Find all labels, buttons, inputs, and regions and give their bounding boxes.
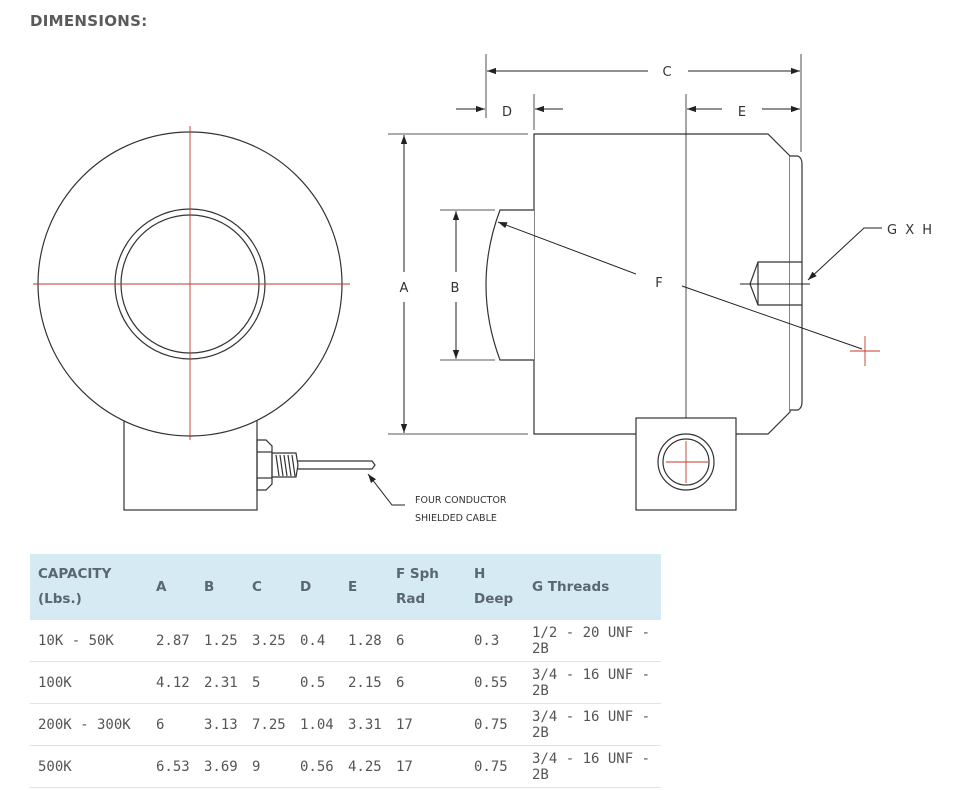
side-view-body	[533, 133, 791, 435]
side-view-end-cap	[790, 155, 803, 411]
header-capacity: CAPACITY(Lbs.)	[38, 566, 112, 607]
cell-c: 5	[244, 661, 292, 704]
cell-h: 0.3	[466, 620, 524, 662]
table-row: 200K - 300K 6 3.13 7.25 1.04 3.31 17 0.7…	[30, 703, 661, 746]
header-g-threads: G Threads	[532, 578, 610, 595]
cell-d: 0.56	[292, 745, 340, 788]
cell-e: 2.15	[340, 661, 388, 704]
cable-note-line2: SHIELDED CABLE	[415, 513, 497, 524]
table-row: 10K - 50K 2.87 1.25 3.25 0.4 1.28 6 0.3 …	[30, 620, 661, 662]
cell-h: 0.55	[466, 661, 524, 704]
front-view-centerlines	[33, 126, 350, 440]
cell-g-threads: 3/4 - 16 UNF - 2B	[524, 703, 661, 746]
header-a: A	[156, 578, 167, 595]
cell-b: 1.25	[196, 620, 244, 662]
cell-f: 6	[388, 661, 466, 704]
cell-h: 0.75	[466, 703, 524, 746]
cell-a: 6	[148, 703, 196, 746]
cell-d: 0.5	[292, 661, 340, 704]
cell-capacity: 500K	[30, 745, 148, 788]
cell-e: 1.28	[340, 620, 388, 662]
cell-capacity: 100K	[30, 661, 148, 704]
cell-a: 6.53	[148, 745, 196, 788]
side-view-centerlines	[666, 336, 880, 483]
cell-b: 3.69	[196, 745, 244, 788]
cell-g-threads: 3/4 - 16 UNF - 2B	[524, 745, 661, 788]
cell-capacity: 10K - 50K	[30, 620, 148, 662]
table-row: 100K 4.12 2.31 5 0.5 2.15 6 0.55 3/4 - 1…	[30, 661, 661, 704]
side-view	[485, 133, 803, 511]
dimensions-heading: DIMENSIONS:	[30, 12, 148, 30]
cell-g-threads: 3/4 - 16 UNF - 2B	[524, 661, 661, 704]
cell-g-threads: 1/2 - 20 UNF - 2B	[524, 620, 661, 662]
table-row: 500K 6.53 3.69 9 0.56 4.25 17 0.75 3/4 -…	[30, 745, 661, 788]
cell-d: 1.04	[292, 703, 340, 746]
header-e: E	[348, 578, 358, 595]
dim-label-f: F	[655, 276, 662, 291]
extension-lines	[388, 54, 802, 435]
cell-f: 17	[388, 703, 466, 746]
dim-label-a: A	[400, 281, 409, 296]
cell-c: 9	[244, 745, 292, 788]
cable-note-line1: FOUR CONDUCTOR	[415, 495, 507, 506]
cable-fitting	[256, 439, 376, 491]
header-d: D	[300, 578, 312, 595]
dimension-lines	[400, 67, 882, 433]
cell-a: 4.12	[148, 661, 196, 704]
cable-leader	[367, 473, 405, 506]
front-view	[37, 131, 376, 511]
dim-label-c: C	[662, 65, 671, 80]
dim-label-b: B	[451, 281, 460, 296]
side-view-spherical-face	[485, 209, 534, 361]
header-c: C	[252, 578, 262, 595]
dim-label-d: D	[502, 105, 512, 120]
header-b: B	[204, 578, 215, 595]
cell-h: 0.75	[466, 745, 524, 788]
cell-f: 17	[388, 745, 466, 788]
cell-d: 0.4	[292, 620, 340, 662]
cell-c: 3.25	[244, 620, 292, 662]
cell-e: 3.31	[340, 703, 388, 746]
cell-e: 4.25	[340, 745, 388, 788]
cell-b: 3.13	[196, 703, 244, 746]
dim-label-e: E	[738, 105, 746, 120]
cell-capacity: 200K - 300K	[30, 703, 148, 746]
cell-b: 2.31	[196, 661, 244, 704]
cell-a: 2.87	[148, 620, 196, 662]
cell-f: 6	[388, 620, 466, 662]
load-cell-dimension-drawing: FOUR CONDUCTOR SHIELDED CABLE	[33, 54, 934, 524]
dim-label-gxh: G X H	[887, 223, 934, 238]
cell-c: 7.25	[244, 703, 292, 746]
